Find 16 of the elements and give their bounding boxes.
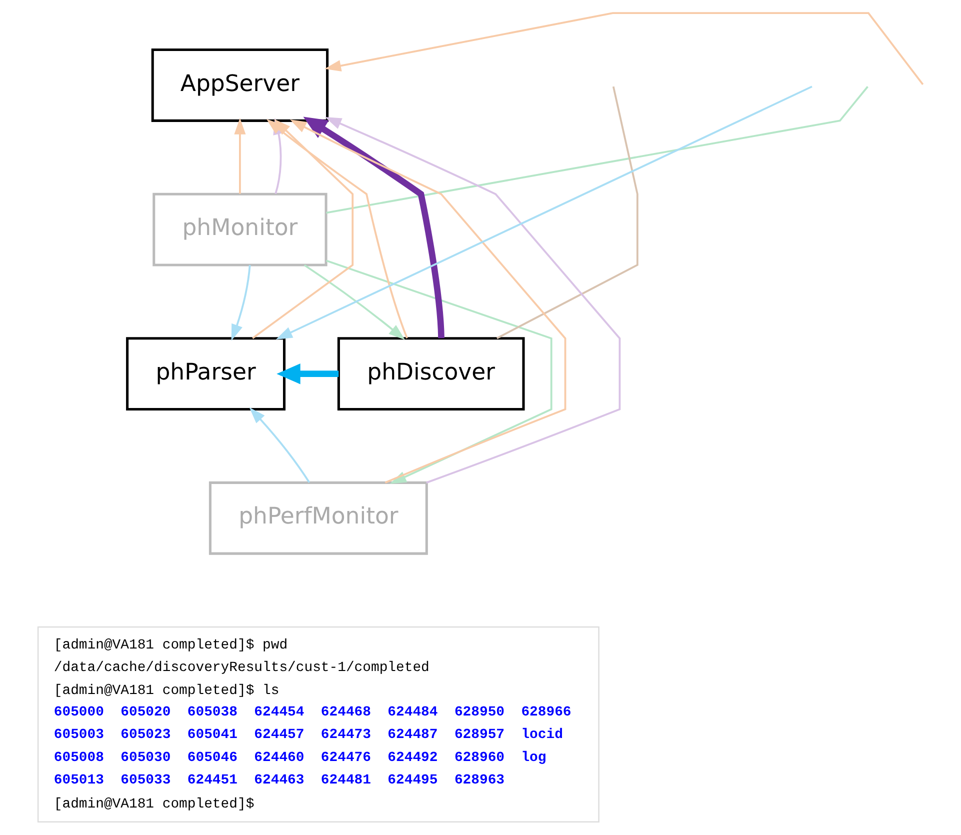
node-box: phDiscover	[336, 337, 524, 411]
node-box: phMonitor	[152, 192, 327, 266]
node-box: phParser	[126, 337, 286, 411]
arrow	[276, 363, 338, 384]
arrow	[324, 12, 924, 85]
node-box: [admin@VA181 completed]$ pwd /data/cache/discoveryResults/cust-1/completed [admin@VA181 completed]$ ls 605000 605020 605038 624454 624468 624484 628950 628966 605003 605023 605041 624457 624473 624487 628957 locid 605008 605030 605046 624460 624476 624492 628960 log 605013 605033 624451 624463 624481 624495 628963 [admin@VA181 completed]$	[36, 626, 599, 823]
connector	[326, 86, 868, 214]
arrow	[248, 407, 310, 483]
arrow	[303, 264, 405, 340]
node-box: phPerfMonitor	[208, 481, 428, 555]
arrow	[230, 265, 250, 341]
arrow	[234, 118, 246, 194]
arrow	[275, 86, 812, 340]
arrow	[302, 116, 444, 338]
connector	[496, 86, 638, 340]
node-box: AppServer	[150, 48, 328, 122]
